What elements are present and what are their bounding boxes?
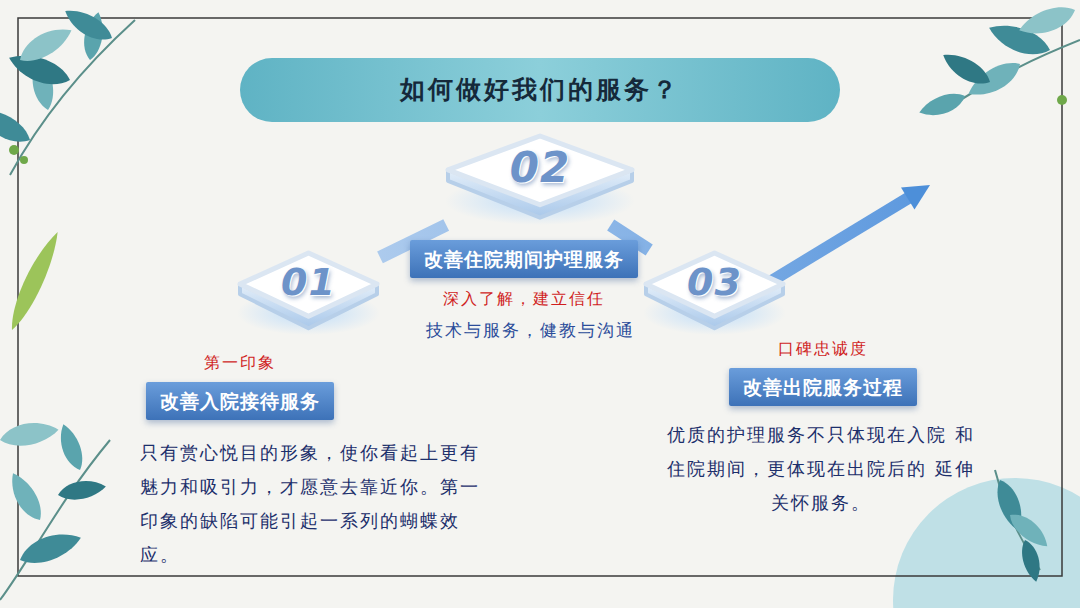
leaf (4, 469, 48, 526)
leaf (0, 418, 60, 449)
step-box: 改善出院服务过程 (729, 368, 917, 406)
step-tile: 03 (643, 250, 786, 335)
tile-top (448, 136, 632, 205)
leaves-bottom-right (992, 470, 1054, 584)
berry (20, 156, 28, 164)
leaves-bottom-left (0, 418, 110, 600)
tile-top (240, 253, 377, 316)
arrow-head (901, 185, 930, 210)
leaf (60, 3, 117, 47)
step-group: 改善住院期间护理服务深入了解，建立信任 (410, 240, 638, 310)
step-tile: 01 (237, 250, 380, 335)
berry (1057, 95, 1067, 105)
leaf (0, 102, 35, 150)
frame (18, 18, 1062, 576)
step-number: 02 (510, 147, 570, 189)
slide-title: 如何做好我们的服务？ (240, 58, 840, 122)
leaves-top-right (917, 1, 1080, 122)
leaf (1016, 1, 1079, 41)
leaf (14, 20, 76, 68)
leaf (16, 526, 85, 570)
tag-text: 口碑忠诚度 (778, 338, 868, 360)
tag-text: 第一印象 (204, 352, 276, 374)
title-band (240, 58, 840, 122)
leaf (54, 422, 87, 474)
leaf (56, 477, 107, 503)
tile-top (646, 253, 783, 316)
leaves-top-left (0, 3, 135, 175)
step-box: 改善住院期间护理服务 (410, 240, 638, 278)
corner-circle (893, 478, 1080, 608)
note-text: 技术与服务，健教与沟通 (400, 318, 660, 342)
leaf (917, 88, 969, 121)
leaf (1018, 538, 1044, 584)
leaf (3, 228, 65, 333)
step-group: 口碑忠诚度改善出院服务过程 (729, 338, 917, 406)
step-number: 01 (281, 263, 336, 301)
leaf-stem (10, 20, 135, 175)
berry (9, 145, 19, 155)
step-tile: 02 (445, 133, 635, 225)
step-group: 第一印象改善入院接待服务 (146, 352, 334, 420)
note-text: 只有赏心悦目的形象，使你看起上更有 魅力和吸引力，才愿意去靠近你。第一 印象的缺… (140, 436, 495, 572)
leaf (938, 47, 995, 91)
tag-text: 深入了解，建立信任 (443, 288, 605, 310)
leaf-stem (0, 440, 110, 600)
leaf-left-middle (3, 228, 65, 333)
step-number: 03 (687, 263, 742, 301)
note-text: 优质的护理服务不只体现在入院 和住院期间，更体现在出院后的 延伸关怀服务。 (662, 418, 980, 520)
step-box: 改善入院接待服务 (146, 382, 334, 420)
